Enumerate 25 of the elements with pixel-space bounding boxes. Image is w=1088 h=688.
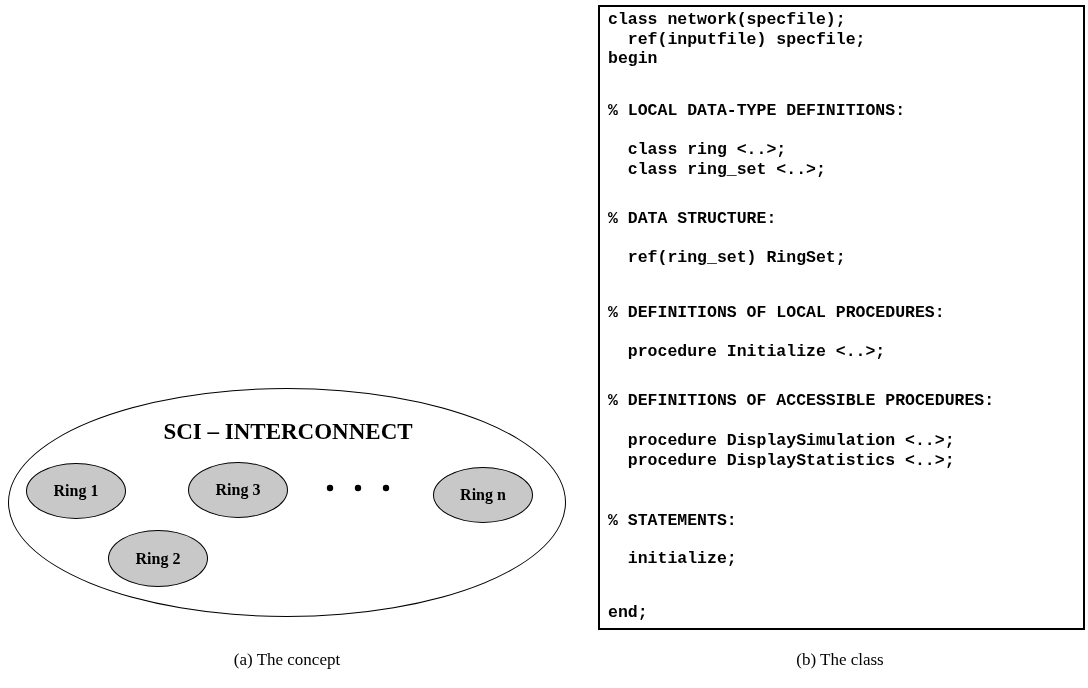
interconnect-ellipse	[8, 388, 566, 617]
ring-label: Ring 3	[215, 481, 261, 499]
code-line: % DEFINITIONS OF LOCAL PROCEDURES:	[608, 303, 945, 323]
figure-caption: (b) The class	[796, 650, 884, 670]
code-listing-box	[598, 5, 1085, 630]
figure-caption: (a) The concept	[233, 650, 341, 670]
code-line: procedure Initialize <..>;	[626, 342, 886, 362]
code-line: % STATEMENTS:	[608, 511, 737, 531]
code-line: class ring <..>;	[626, 140, 787, 160]
code-line: initialize;	[626, 549, 737, 569]
code-line: % LOCAL DATA-TYPE DEFINITIONS:	[608, 101, 906, 121]
code-line: % DATA STRUCTURE:	[608, 209, 777, 229]
ring-label: Ring 1	[53, 482, 99, 500]
code-line: procedure DisplaySimulation <..>;	[626, 431, 955, 451]
code-line: ref(ring_set) RingSet;	[626, 248, 846, 268]
code-line: procedure DisplayStatistics <..>;	[626, 451, 955, 471]
ring-label: Ring n	[460, 486, 506, 504]
code-line: % DEFINITIONS OF ACCESSIBLE PROCEDURES:	[608, 391, 995, 411]
code-line: class network(specfile);	[608, 10, 846, 30]
ring-label: Ring 2	[135, 549, 181, 568]
code-line: class ring_set <..>;	[626, 160, 826, 180]
code-line: begin	[608, 49, 658, 69]
code-line: ref(inputfile) specfile;	[626, 30, 866, 50]
interconnect-title: SCI – INTERCONNECT	[163, 419, 413, 445]
code-line: end;	[608, 603, 648, 623]
